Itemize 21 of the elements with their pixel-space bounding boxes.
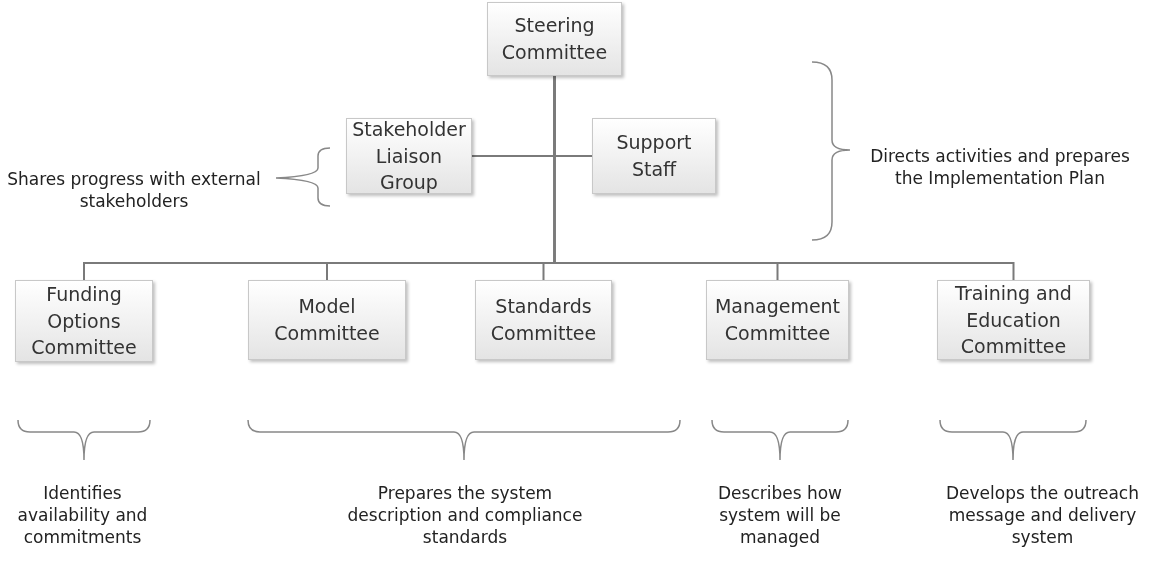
org-box: [475, 280, 612, 360]
org-box: [487, 2, 622, 76]
org-box: [248, 280, 406, 360]
description-text: Identifies availability and commitments: [16, 482, 149, 549]
description-text: Describes how system will be managed: [716, 482, 844, 549]
description-text: Shares progress with external stakeholders: [6, 168, 262, 213]
description-text: Directs activities and prepares the Implementation Plan: [869, 145, 1131, 190]
box-label: Training and Education Committee: [954, 281, 1073, 360]
org-box: [937, 280, 1090, 360]
org-box: [15, 280, 153, 362]
org-box: [706, 280, 849, 360]
box-label: Model Committee: [273, 294, 381, 346]
org-box: [592, 118, 716, 194]
box-label: Steering Committee: [500, 13, 609, 65]
box-label: Funding Options Committee: [30, 282, 138, 361]
box-label: Support Staff: [615, 130, 693, 182]
description-text: Prepares the system description and compliance standards: [346, 482, 584, 549]
description-text: Develops the outreach message and delivery system: [945, 482, 1140, 549]
box-label: Standards Committee: [489, 294, 598, 346]
box-label: Stakeholder Liaison Group: [351, 117, 467, 196]
box-label: Management Committee: [713, 294, 842, 346]
